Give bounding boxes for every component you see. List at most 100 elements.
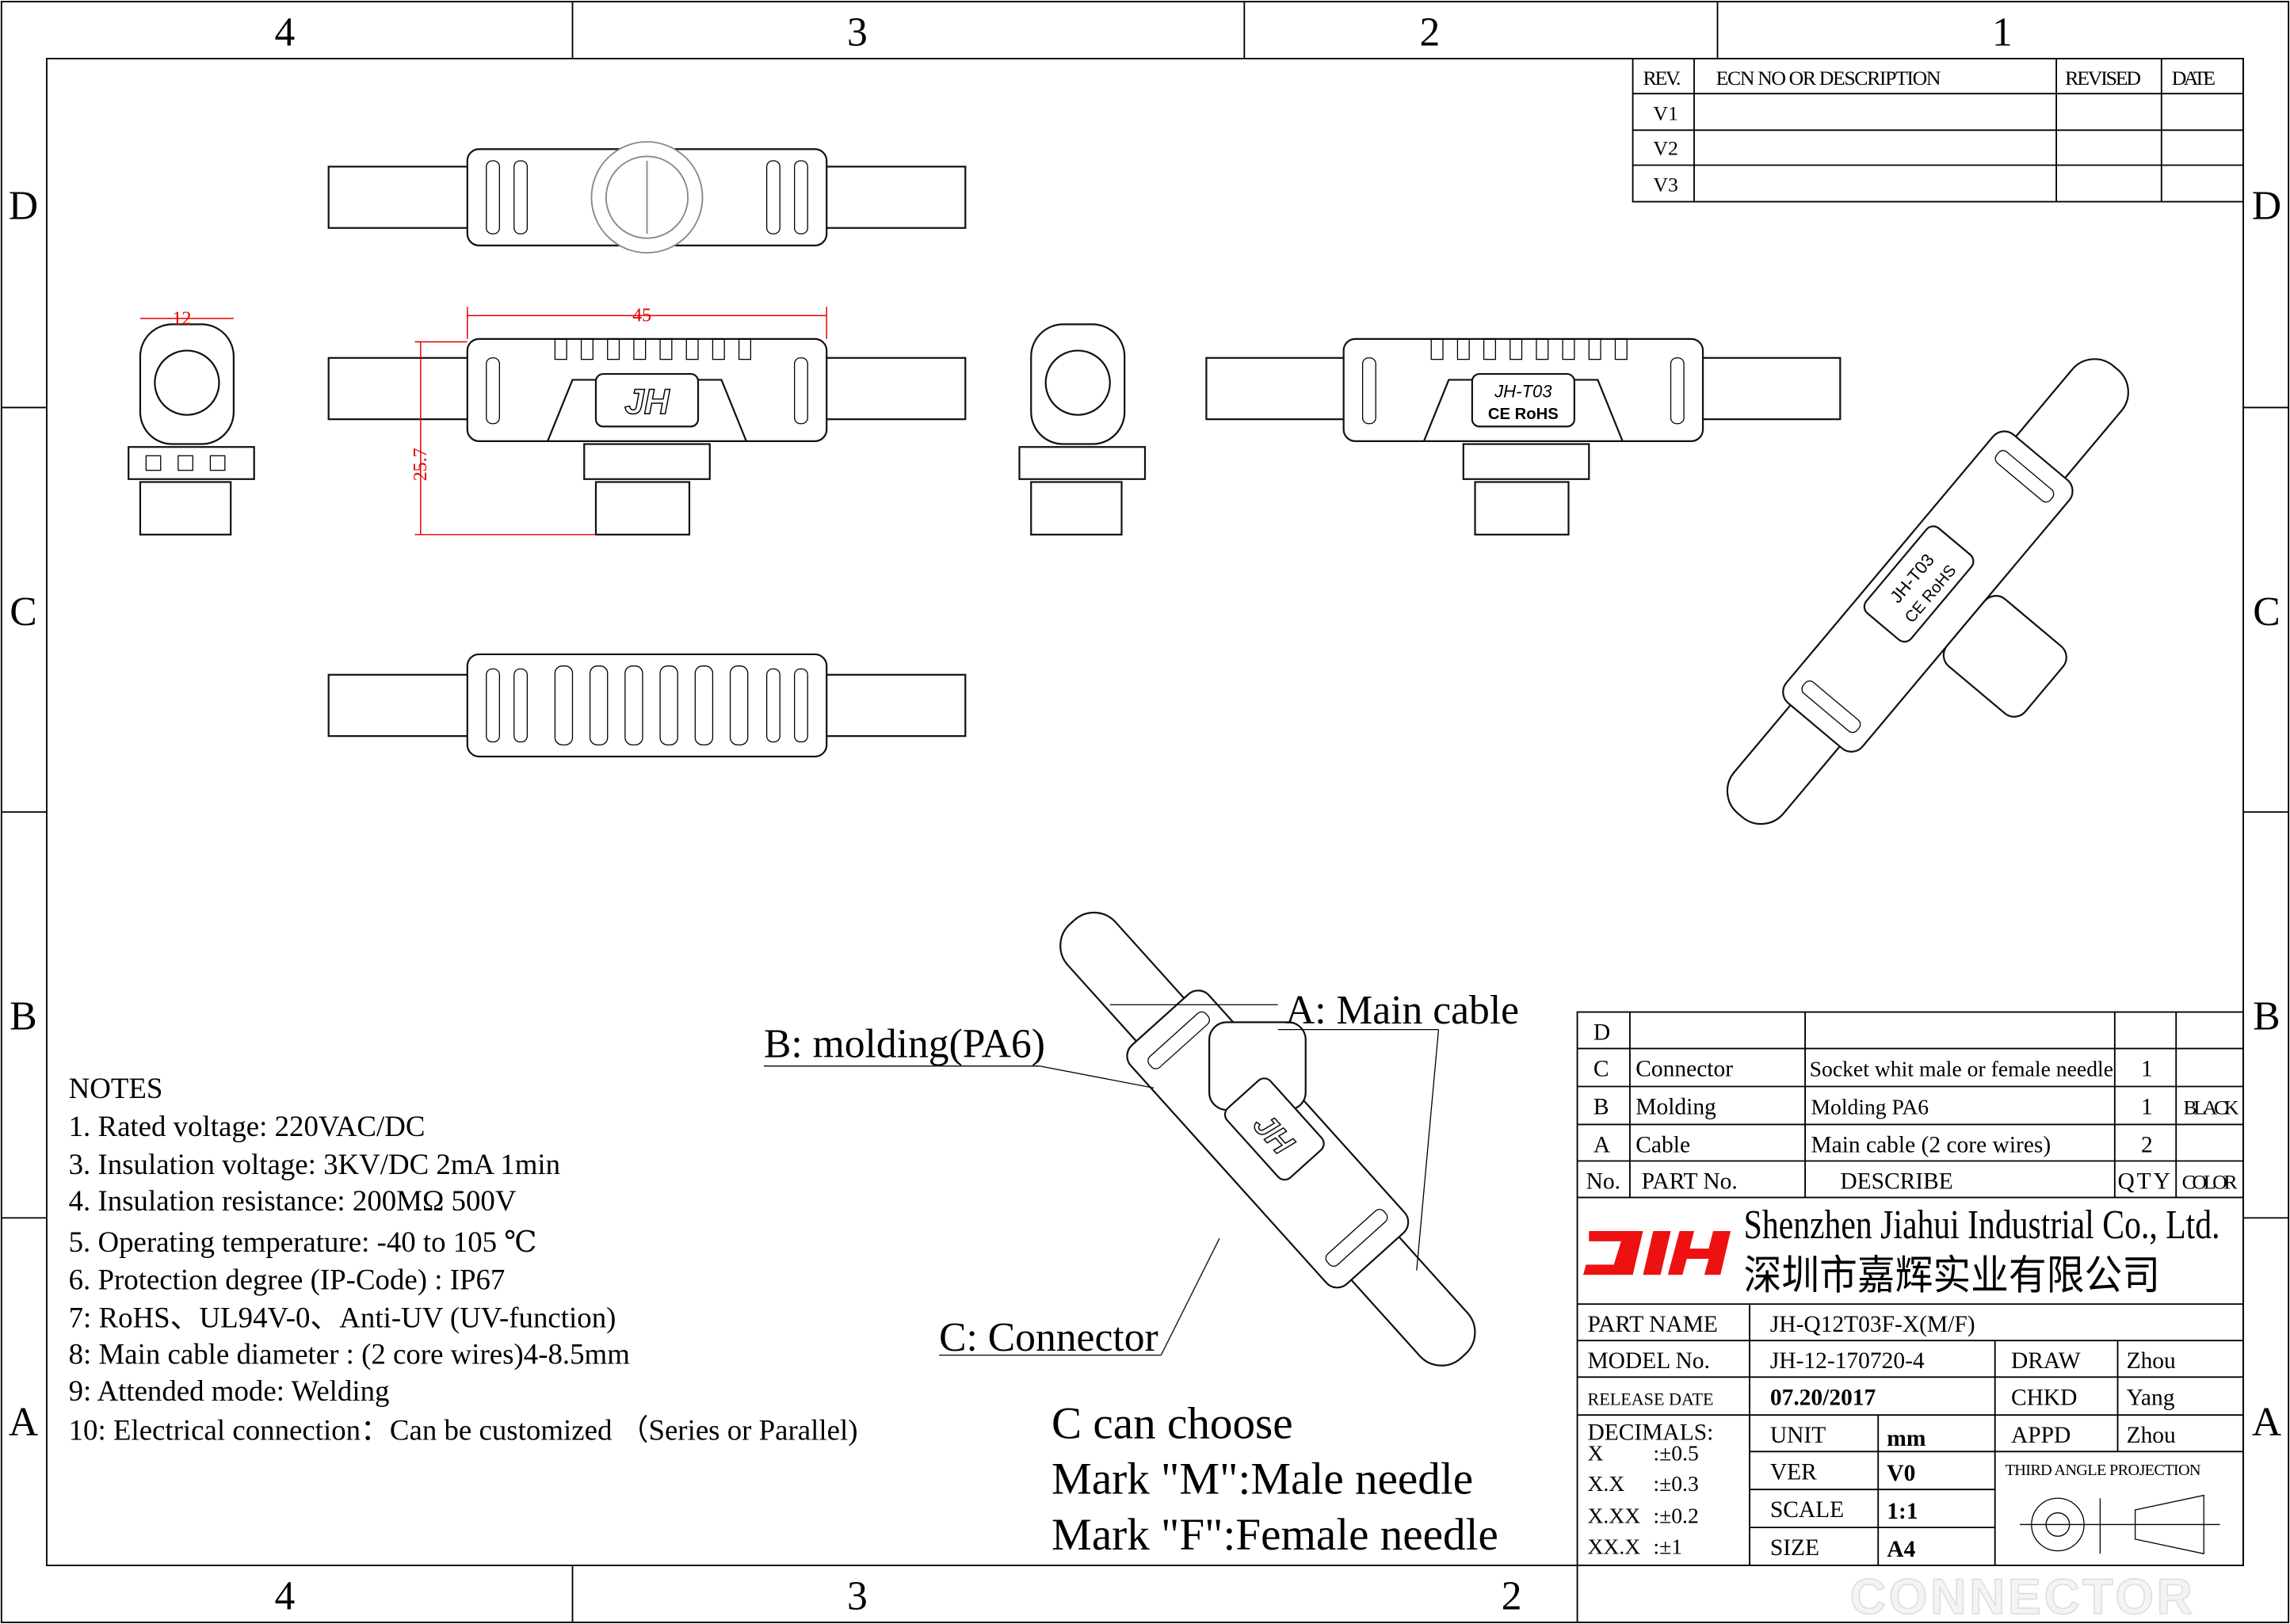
end-view-left: 12: [128, 308, 255, 536]
decimal-xx: X.X: [1587, 1471, 1624, 1496]
zone-top-4: 4: [275, 10, 296, 55]
bom-row-a-describe: Main cable (2 core wires): [1811, 1132, 2051, 1157]
bom-row-c-describe: Socket whit male or female needle: [1810, 1057, 2113, 1081]
bottom-view: [327, 653, 967, 758]
company-logo: [1582, 1230, 1731, 1275]
note-item: 4. Insulation resistance: 200MΩ 500V: [69, 1184, 517, 1217]
company-block: Shenzhen Jiahui Industrial Co., Ltd. 深圳市…: [1582, 1203, 2220, 1299]
bom-header-part: PART No.: [1642, 1169, 1738, 1195]
dimension-45: 45: [632, 306, 651, 326]
choice-line-3: Mark "F":Female needle: [1051, 1510, 1498, 1560]
decimal-xxx-tol: :±0.2: [1653, 1504, 1698, 1528]
appd-label: APPD: [2011, 1423, 2071, 1448]
decimal-xxx: X.XX: [1587, 1504, 1640, 1528]
scale-value: 1:1: [1887, 1499, 1918, 1524]
zone-bottom-4: 4: [275, 1573, 296, 1618]
zone-bottom-2: 2: [1502, 1573, 1522, 1618]
front-view: JH 45 25.7: [327, 306, 967, 536]
bom-row-b-qty: 1: [2141, 1095, 2153, 1120]
notes-title: NOTES: [69, 1072, 163, 1104]
callout-connector: C: Connector: [939, 1315, 1158, 1360]
dimension-12: 12: [172, 308, 191, 329]
bom-row-b-no: B: [1593, 1095, 1609, 1120]
choice-line-1: C can choose: [1051, 1399, 1293, 1449]
rev-row-v3: V3: [1653, 173, 1678, 196]
zone-labels: 4 3 2 1 4 3 2 D C B A D C B A: [9, 10, 2281, 1618]
note-item: 6. Protection degree (IP-Code) : IP67: [69, 1264, 506, 1297]
rev-row-v2: V2: [1653, 137, 1678, 160]
rev-header-rev: REV.: [1643, 67, 1681, 90]
zone-left-b: B: [10, 994, 36, 1039]
back-view: JH-T03 CE RoHS: [1205, 337, 1842, 536]
rev-row-v1: V1: [1653, 101, 1678, 124]
top-view: [327, 141, 967, 254]
rev-header-revised: REVISED: [2065, 67, 2141, 90]
rev-header-description: ECN NO OR DESCRIPTION: [1716, 67, 1941, 90]
end-view-right: [1018, 323, 1147, 536]
revision-table: REV. ECN NO OR DESCRIPTION REVISED DATE …: [1632, 58, 2244, 203]
bom-row-a-no: A: [1593, 1132, 1611, 1157]
bom-row-b-color: BLACK: [2183, 1096, 2238, 1119]
callout-main-cable: A: Main cable: [1285, 988, 1519, 1033]
choice-line-2: Mark "M":Male needle: [1051, 1454, 1473, 1504]
projection-label: THIRD ANGLE PROJECTION: [2006, 1462, 2201, 1479]
bom-header-qty: QTY: [2118, 1169, 2170, 1195]
callouts: A: Main cable B: molding(PA6) C: Connect…: [764, 988, 1519, 1360]
size-label: SIZE: [1770, 1535, 1819, 1561]
third-angle-projection-symbol: [2020, 1494, 2220, 1555]
chkd-label: CHKD: [2011, 1385, 2078, 1410]
zone-right-b: B: [2253, 994, 2280, 1039]
bom-row-a-qty: 2: [2141, 1132, 2153, 1157]
appd-value: Zhou: [2127, 1423, 2176, 1448]
note-item: 1. Rated voltage: 220VAC/DC: [69, 1110, 426, 1142]
zone-right-a: A: [2252, 1400, 2281, 1445]
size-value: A4: [1887, 1537, 1915, 1562]
title-block: PART NAME JH-Q12T03F-X(M/F) MODEL No. JH…: [1577, 1303, 2244, 1566]
callout-molding: B: molding(PA6): [764, 1022, 1045, 1067]
bom-row-b-describe: Molding PA6: [1811, 1095, 1929, 1119]
bom-header-color: COLOR: [2182, 1171, 2238, 1194]
note-item: 8: Main cable diameter : (2 core wires)4…: [69, 1338, 631, 1371]
zone-right-c: C: [2253, 589, 2280, 635]
front-logo-mark: JH: [624, 383, 670, 421]
model-value: JH-12-170720-4: [1770, 1348, 1925, 1374]
bom-header-describe: DESCRIBE: [1840, 1169, 1952, 1195]
connector-choice-note: C can choose Mark "M":Male needle Mark "…: [1051, 1399, 1498, 1560]
unit-label: UNIT: [1770, 1423, 1826, 1448]
decimal-xxx-1: XX.X: [1587, 1534, 1640, 1558]
zone-left-c: C: [10, 589, 36, 635]
bom-row-d-no: D: [1593, 1020, 1610, 1046]
bom-row-c-qty: 1: [2141, 1057, 2153, 1082]
zone-bottom-3: 3: [847, 1573, 868, 1618]
bom-table: D C Connector Socket whit male or female…: [1576, 1011, 2244, 1566]
decimal-x-tol: :±0.5: [1653, 1440, 1698, 1465]
decimal-x: X: [1587, 1440, 1603, 1465]
rev-header-date: DATE: [2172, 67, 2216, 90]
bom-row-b-part: Molding: [1635, 1095, 1716, 1120]
watermark: CONNECTOR: [1850, 1569, 2196, 1624]
note-item: 9: Attended mode: Welding: [69, 1374, 390, 1407]
zone-left-d: D: [9, 184, 38, 229]
note-item: 7: RoHS、UL94V-0、Anti-UV (UV-function): [69, 1302, 616, 1335]
company-name-cn: 深圳市嘉辉实业有限公司: [1744, 1254, 2160, 1299]
note-item: 10: Electrical connection：Can be customi…: [69, 1414, 858, 1447]
bom-header-no: No.: [1586, 1169, 1620, 1195]
zone-right-d: D: [2252, 184, 2281, 229]
zone-top-2: 2: [1420, 10, 1441, 55]
isometric-view-right: JH-T03 CE RoHS: [1726, 358, 2129, 825]
scale-label: SCALE: [1770, 1497, 1844, 1523]
part-name-value: JH-Q12T03F-X(M/F): [1770, 1312, 1975, 1337]
ver-label: VER: [1770, 1459, 1817, 1485]
decimals-label: DECIMALS:: [1587, 1420, 1713, 1446]
company-name-en: Shenzhen Jiahui Industrial Co., Ltd.: [1744, 1203, 2220, 1248]
isometric-view-center: JH: [1059, 911, 1476, 1367]
unit-value: mm: [1887, 1426, 1926, 1451]
release-date-label: RELEASE DATE: [1587, 1389, 1713, 1409]
note-item: 5. Operating temperature: -40 to 105 ℃: [69, 1226, 537, 1258]
bom-row-a-part: Cable: [1635, 1132, 1690, 1157]
ver-value: V0: [1887, 1461, 1915, 1486]
draw-value: Zhou: [2127, 1348, 2176, 1374]
decimal-xxx-1-tol: :±1: [1653, 1534, 1682, 1558]
